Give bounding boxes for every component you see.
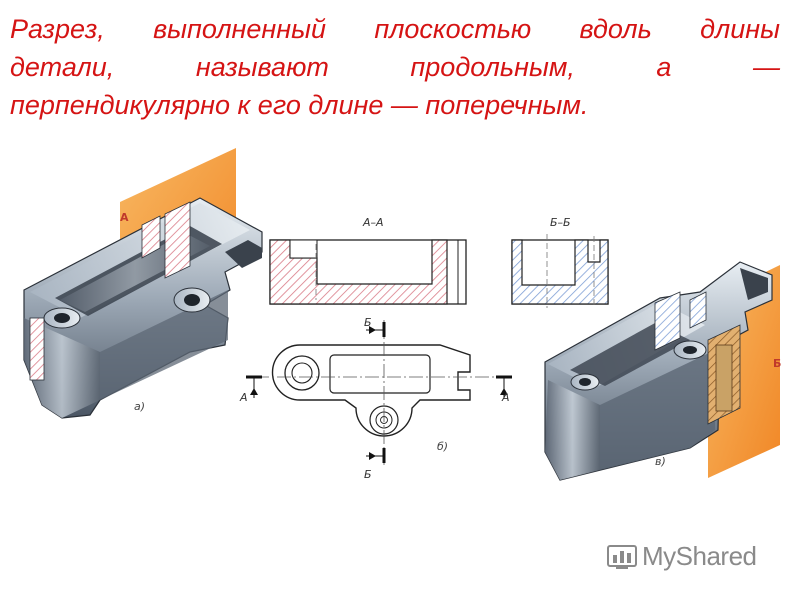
cut-label-a-iso: А (120, 211, 129, 224)
isometric-view-a: А а) (23, 148, 263, 419)
section-bb-view: Б–Б (511, 216, 609, 308)
plan-view: А А Б Б б) (239, 316, 512, 481)
section-aa-view: А–А (269, 216, 467, 305)
cut-label-b-top: Б (364, 316, 372, 329)
heading-line-2: детали, называют продольным, а — (10, 52, 780, 82)
caption-b: б) (437, 440, 448, 453)
isometric-view-c: Б в) (544, 261, 781, 481)
caption-c: в) (655, 455, 666, 468)
heading-line-1: Разрез, выполненный плоскостью вдоль дли… (10, 14, 780, 44)
cut-label-a-left: А (239, 391, 248, 404)
heading-line-3: перпендикулярно к его длине — поперечным… (10, 90, 589, 120)
cut-label-a-right: А (501, 391, 510, 404)
section-aa-label: А–А (362, 216, 384, 229)
watermark-brand: MyShared (642, 540, 757, 571)
section-bb-label: Б–Б (550, 216, 571, 229)
myshared-logo-icon (607, 545, 637, 569)
caption-a: а) (134, 400, 145, 413)
watermark: MyShared (606, 538, 776, 574)
cut-label-b-iso: Б (773, 357, 781, 370)
cut-label-b-bottom: Б (364, 468, 372, 481)
page-heading: Разрез, выполненный плоскостью вдоль дли… (10, 10, 780, 124)
